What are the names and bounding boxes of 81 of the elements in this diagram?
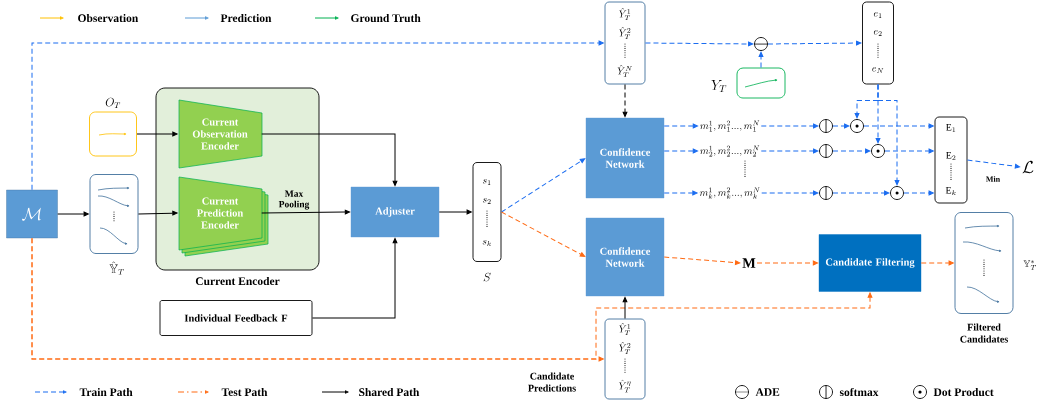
adjuster-box: Adjuster xyxy=(350,186,440,238)
arrow xyxy=(832,190,890,196)
softmax-operator xyxy=(819,144,833,158)
node-label: Current Encoder xyxy=(195,276,280,286)
dot-product-operator xyxy=(890,186,904,200)
score-row: $m_1^1, m_1^2..., m_1^N$ xyxy=(700,120,760,132)
legend-label: Train Path xyxy=(79,387,133,397)
feedback-box: Individual Feedback F xyxy=(159,300,313,336)
arrow xyxy=(31,40,604,191)
legend-label: Shared Path xyxy=(359,387,420,397)
model-box: $\mathcal{M}$ xyxy=(6,189,58,239)
arrow xyxy=(311,238,398,319)
legend-label: Observation xyxy=(78,13,139,23)
arrow xyxy=(31,237,873,360)
error-set-box: $e_1$ $e_2$ $e_N$ xyxy=(862,1,894,85)
arrow xyxy=(832,123,850,129)
prediction-set-box: $\hat{Y}_T^1$ $\hat{Y}_T^2$ $\hat{Y}_T^{\eta}$ xyxy=(604,318,646,400)
legend-label: Dot Product xyxy=(933,387,994,397)
arrow xyxy=(966,159,1021,169)
arrow xyxy=(137,210,178,216)
score-set-box: $s_1$ $s_2$ $s_k$ xyxy=(472,162,502,262)
legend-label: Test Path xyxy=(221,387,268,397)
dot-product-operator xyxy=(850,119,864,133)
node-label: Filtered Candidates xyxy=(960,323,1008,343)
softmax-operator xyxy=(819,119,833,133)
arrow xyxy=(500,158,586,213)
ade-operator xyxy=(754,37,768,51)
set-label: $Y_T$ xyxy=(711,80,727,92)
arrow xyxy=(758,51,764,69)
arrow xyxy=(622,297,628,320)
arrow xyxy=(877,83,900,186)
score-row: $m_k^1, m_k^2..., m_k^N$ xyxy=(699,187,760,199)
edge-label: Min xyxy=(984,175,1002,183)
set-label: $O_T$ xyxy=(105,97,121,108)
arrow xyxy=(756,260,818,266)
arrow xyxy=(663,190,698,196)
arrow xyxy=(884,148,934,154)
ground-truth-box xyxy=(736,67,786,99)
arrow xyxy=(663,256,741,265)
encoder-stack: Current Prediction Encoder xyxy=(178,176,269,257)
legend-label: Ground Truth xyxy=(351,13,421,23)
filtering-box: Candidate Filtering xyxy=(818,234,922,292)
edge-label: Max Pooling xyxy=(272,189,316,211)
observation-box xyxy=(89,111,137,157)
arrow xyxy=(261,133,398,186)
score-row: $m_2^1, m_2^2..., m_2^N$ xyxy=(700,145,760,157)
prediction-set-box xyxy=(89,174,139,254)
softmax-operator xyxy=(819,186,833,200)
legend-label: ADE xyxy=(755,388,780,396)
arrow xyxy=(500,211,586,257)
arrow xyxy=(767,40,862,46)
arrow xyxy=(832,148,871,154)
arrow xyxy=(261,209,350,215)
prediction-set-box: $\hat{Y}_T^1$ $\hat{Y}_T^2$ $\hat{Y}_T^N$ xyxy=(604,1,646,85)
legend-label: Prediction xyxy=(220,13,272,23)
arrow xyxy=(57,211,89,217)
legend-label: softmax xyxy=(839,387,879,397)
arrow xyxy=(863,123,934,129)
arrow xyxy=(760,148,819,154)
arrow xyxy=(438,209,472,215)
filtered-set-box xyxy=(954,212,1014,314)
arrow xyxy=(920,260,954,266)
network-box: Confidence Network xyxy=(585,117,665,199)
node-label: Candidate Predictions xyxy=(528,372,576,392)
arrow xyxy=(663,123,698,129)
dot-product-operator xyxy=(871,144,885,158)
loss-symbol: $\mathcal{L}$ xyxy=(1022,160,1034,174)
arrow xyxy=(760,123,819,129)
loss-set-box: $\mathrm{E}_1$ $\mathrm{E}_2$ $\mathrm{E}_k$ xyxy=(934,116,968,204)
network-box: Confidence Network xyxy=(585,217,665,297)
set-label: $\mathbb{Y}_T^*$ xyxy=(1023,260,1036,270)
set-label: $S$ xyxy=(483,272,491,282)
set-label: $\hat{\mathbb{Y}}_T$ xyxy=(109,261,124,275)
arrow xyxy=(644,41,754,47)
arrow xyxy=(622,83,628,117)
encoder-trapezoid: Current Observation Encoder xyxy=(178,99,263,169)
arrow xyxy=(903,190,934,196)
arrow xyxy=(136,131,178,137)
mask-symbol: $\mathbf{M}$ xyxy=(742,258,756,268)
arrow xyxy=(761,190,819,196)
arrow xyxy=(663,148,698,154)
